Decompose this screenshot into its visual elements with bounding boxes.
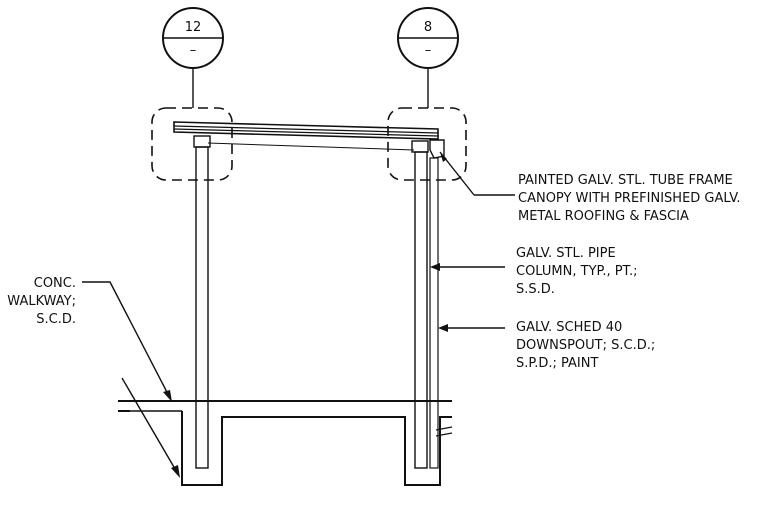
downspout xyxy=(429,157,439,469)
callout-line: PAINTED GALV. STL. TUBE FRAME xyxy=(518,173,733,188)
callout-line: CANOPY WITH PREFINISHED GALV. xyxy=(518,191,741,206)
leader-footing xyxy=(121,377,179,475)
downspout-break-mark xyxy=(435,432,453,437)
detail-tag-number: 8 xyxy=(424,20,432,35)
leader-arrowhead xyxy=(430,263,440,271)
callout-canopy: PAINTED GALV. STL. TUBE FRAME CANOPY WIT… xyxy=(518,173,741,224)
canopy-beam xyxy=(173,121,439,140)
callout-column: GALV. STL. PIPE COLUMN, TYP., PT.; S.S.D… xyxy=(516,246,637,297)
columns xyxy=(195,146,439,469)
canopy-lower-chord xyxy=(207,142,415,151)
column-right xyxy=(414,151,428,469)
leader-lines xyxy=(82,151,515,478)
fascia-gutter xyxy=(429,139,445,159)
detail-tag-sheet: – xyxy=(425,43,432,58)
detail-boundary-left xyxy=(151,107,233,181)
callout-downspout: GALV. SCHED 40 DOWNSPOUT; S.C.D.; S.P.D.… xyxy=(516,320,655,371)
callout-line: METAL ROOFING & FASCIA xyxy=(518,209,689,224)
downspout-break-mark xyxy=(435,426,453,431)
callout-line: S.P.D.; PAINT xyxy=(516,356,598,371)
callout-line: S.C.D. xyxy=(36,312,76,327)
callout-line: GALV. STL. PIPE xyxy=(516,246,616,261)
column-cap-left xyxy=(193,135,211,148)
callout-line: CONC. xyxy=(34,276,76,291)
column-cap-right xyxy=(411,140,429,153)
detail-tag-number: 12 xyxy=(185,20,202,35)
footing-outline xyxy=(181,411,452,486)
leader-arrowhead xyxy=(440,152,447,162)
leader-walkway xyxy=(82,281,171,399)
canopy-roofing-line xyxy=(173,128,439,137)
callout-line: COLUMN, TYP., PT.; xyxy=(516,264,637,279)
callout-line: GALV. SCHED 40 xyxy=(516,320,622,335)
detail-tag-right[interactable]: 8 – xyxy=(397,7,459,108)
detail-tag-sheet: – xyxy=(190,43,197,58)
leader-arrowhead xyxy=(163,390,172,402)
canopy-roofing-line xyxy=(173,125,439,134)
callout-line: S.S.D. xyxy=(516,282,555,297)
callout-line: DOWNSPOUT; S.C.D.; xyxy=(516,338,655,353)
canopy-frame xyxy=(173,121,445,159)
walkway-slab xyxy=(118,400,453,486)
leader-arrowhead xyxy=(171,465,180,478)
column-left xyxy=(195,146,209,469)
leader-arrowhead xyxy=(438,324,448,332)
callout-line: WALKWAY; xyxy=(7,294,76,309)
callout-walkway: CONC. WALKWAY; S.C.D. xyxy=(7,276,76,327)
detail-tag-left[interactable]: 12 – xyxy=(162,7,224,108)
